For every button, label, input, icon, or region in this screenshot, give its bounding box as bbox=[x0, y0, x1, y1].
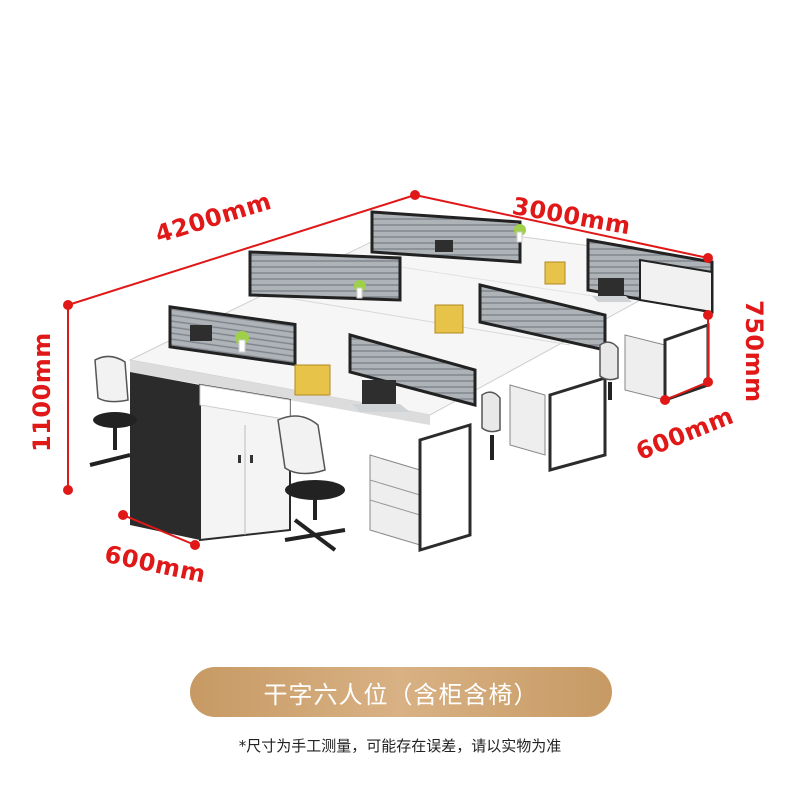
laptop-icon bbox=[190, 240, 632, 412]
potted-plant-icon bbox=[235, 224, 526, 353]
partition-back-left bbox=[168, 305, 297, 367]
dimension-height-left-label: 1100mm bbox=[28, 332, 56, 452]
partition-front-center bbox=[348, 333, 477, 407]
pedestal-right bbox=[509, 322, 710, 472]
pedestal-center bbox=[369, 422, 472, 553]
dimension-lines bbox=[63, 190, 713, 550]
measurement-note: *尺寸为手工测量，可能存在误差，请以实物为准 bbox=[238, 737, 562, 755]
product-title-banner: 干字六人位（含柜含椅） bbox=[190, 667, 612, 717]
shelf-binders bbox=[294, 261, 566, 396]
dimension-height-right-label: 750mm bbox=[740, 300, 768, 403]
product-title: 干字六人位（含柜含椅） bbox=[263, 680, 539, 709]
partition-back-right bbox=[370, 210, 522, 264]
cabinet-left bbox=[130, 372, 291, 542]
office-chair-icon bbox=[89, 341, 619, 552]
partition-back-middle bbox=[248, 250, 402, 302]
